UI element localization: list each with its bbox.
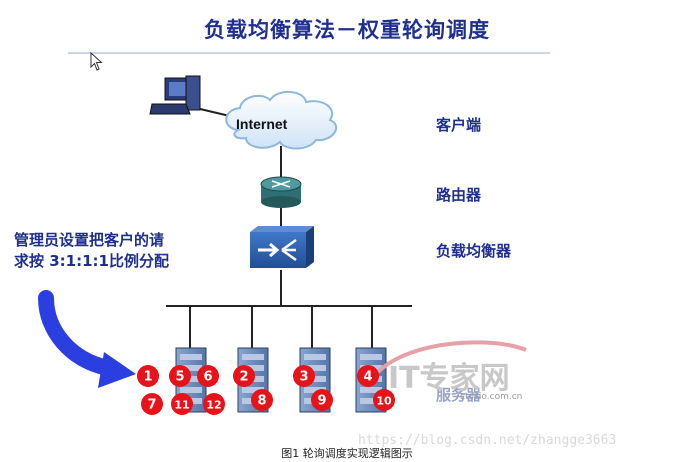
request-badge: 9 xyxy=(311,389,333,411)
computer-icon xyxy=(149,75,201,115)
request-badge-number: 3 xyxy=(299,370,308,385)
request-badge-number: 5 xyxy=(175,370,184,385)
watermark-logo: IT专家网 xyxy=(388,361,510,396)
diagram-title: 负载均衡算法－权重轮询调度 xyxy=(204,18,490,42)
request-badge-number: 2 xyxy=(239,370,248,385)
request-badge: 5 xyxy=(169,365,191,387)
admin-note-line2: 求按 3:1:1:1比例分配 xyxy=(14,252,169,270)
watermark-text: https://blog.csdn.net/zhangge3663 xyxy=(358,433,617,448)
request-badge: 10 xyxy=(373,389,395,411)
request-badge: 8 xyxy=(251,389,273,411)
client-label: 客户端 xyxy=(436,116,482,134)
load-balancer-icon xyxy=(250,226,314,268)
request-badge: 7 xyxy=(141,393,163,415)
internet-label: Internet xyxy=(236,116,288,132)
request-badge-number: 1 xyxy=(143,370,152,385)
watermark-logo-url: ctocio.com.cn xyxy=(460,392,523,402)
request-badge: 2 xyxy=(233,365,255,387)
servers-label: 服务器 xyxy=(436,386,482,404)
watermark-swoosh xyxy=(376,340,527,374)
request-badge: 6 xyxy=(197,365,219,387)
router-label: 路由器 xyxy=(436,186,482,204)
title-underline xyxy=(68,52,550,54)
request-badge-number: 9 xyxy=(317,394,326,409)
request-badge-number: 7 xyxy=(147,398,156,413)
request-badge-number: 6 xyxy=(203,370,212,385)
request-badge: 1 xyxy=(137,365,159,387)
assignment-arrow xyxy=(38,290,136,388)
request-badge: 11 xyxy=(171,393,193,415)
request-badge-number: 4 xyxy=(363,370,372,385)
admin-note-line1: 管理员设置把客户的请 xyxy=(14,231,165,249)
cloud-icon xyxy=(225,91,337,150)
figure-caption: 图1 轮询调度实现逻辑图示 xyxy=(281,447,413,460)
pointer-cursor-icon xyxy=(90,52,103,71)
request-badges: 1 5 6 7 11 12 28 39 4 10 xyxy=(137,365,395,415)
request-badge: 3 xyxy=(293,365,315,387)
balancer-label: 负载均衡器 xyxy=(436,242,512,260)
request-badge-number: 11 xyxy=(174,399,189,412)
request-badge: 4 xyxy=(357,365,379,387)
router-icon xyxy=(260,176,302,208)
request-badge-number: 10 xyxy=(376,395,392,408)
request-badge: 12 xyxy=(203,393,225,415)
request-badge-number: 8 xyxy=(257,394,266,409)
request-badge-number: 12 xyxy=(206,399,221,412)
